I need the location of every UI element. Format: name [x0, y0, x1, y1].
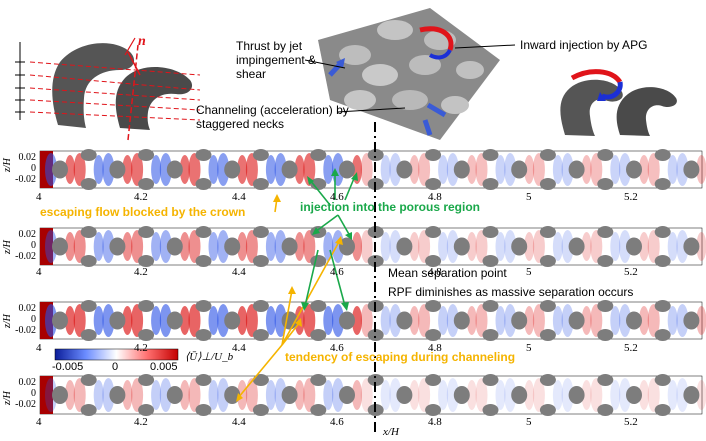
x-tick: 4: [36, 342, 42, 354]
panel-3: [39, 300, 706, 341]
x-tick: 4.2: [134, 191, 148, 203]
z-tick: -0.02: [15, 251, 36, 262]
colorbar-min: -0.005: [52, 361, 84, 373]
label-inward: Inward injection by APG: [520, 38, 648, 52]
z-tick: 0.02: [18, 303, 37, 314]
x-tick: 4.2: [134, 416, 148, 428]
x-tick: 5.2: [624, 266, 638, 278]
colorbar-max: 0.005: [150, 361, 178, 373]
x-tick: 4.8: [428, 342, 442, 354]
x-tick: 4.2: [134, 342, 148, 354]
vector-n-symbol: n: [138, 34, 146, 49]
x-tick: 5.2: [624, 342, 638, 354]
right-crowns-illustration: [560, 69, 677, 136]
x-tick: 4.6: [330, 342, 344, 354]
x-tick: 4.6: [330, 416, 344, 428]
colorbar-mid: 0: [112, 361, 119, 373]
x-tick: 4.4: [232, 266, 246, 278]
annotation-mean-separation: Mean separation point: [388, 266, 507, 280]
left-crowns-illustration: [15, 42, 201, 141]
x-tick: 5: [526, 266, 532, 278]
z-tick: -0.02: [15, 399, 36, 410]
annotation-escaping-blocked: escaping flow blocked by the crown: [40, 205, 246, 219]
z-tick: 0.02: [18, 152, 37, 163]
colorbar-label: ⟨Ū⟩⊥/U_b: [185, 351, 234, 363]
z-tick: 0.02: [18, 377, 37, 388]
x-tick: 4.4: [232, 416, 246, 428]
x-tick: 4: [36, 191, 42, 203]
colorbar: [54, 348, 179, 361]
x-tick: 5: [526, 342, 532, 354]
x-tick: 4: [36, 266, 42, 278]
z-tick: 0: [31, 388, 36, 399]
x-tick: 4.4: [232, 342, 246, 354]
annotation-tendency: tendency of escaping during channeling: [285, 350, 516, 364]
z-tick: -0.02: [15, 325, 36, 336]
x-tick: 4.8: [428, 416, 442, 428]
panel-1: [39, 149, 706, 190]
z-tick: 0.02: [18, 229, 37, 240]
center-3d-surface: [318, 8, 500, 140]
x-tick: 4.8: [428, 266, 442, 278]
x-tick: 5: [526, 416, 532, 428]
top-illustrations: [15, 8, 677, 141]
annotation-injection: injection into the porous region: [300, 200, 480, 214]
z-tick: 0: [31, 314, 36, 325]
z-tick: -0.02: [15, 174, 36, 185]
label-thrust: Thrust by jet impingement & shear: [236, 39, 317, 81]
z-tick: 0: [31, 240, 36, 251]
x-axis-label: x/H: [383, 426, 399, 438]
annotation-rpf: RPF diminishes as massive separation occ…: [388, 285, 634, 299]
x-tick: 4.2: [134, 266, 148, 278]
x-tick: 4.6: [330, 266, 344, 278]
x-tick: 4.6: [330, 191, 344, 203]
panel-2: [39, 226, 706, 267]
x-tick: 5: [526, 191, 532, 203]
z-tick: 0: [31, 163, 36, 174]
panel-4: [39, 374, 706, 416]
x-tick: 4.4: [232, 191, 246, 203]
x-tick: 5.2: [624, 416, 638, 428]
x-tick: 4: [36, 416, 42, 428]
label-channeling: Channeling (acceleration) by staggered n…: [196, 103, 349, 131]
x-tick: 5.2: [624, 191, 638, 203]
x-tick: 4.8: [428, 191, 442, 203]
